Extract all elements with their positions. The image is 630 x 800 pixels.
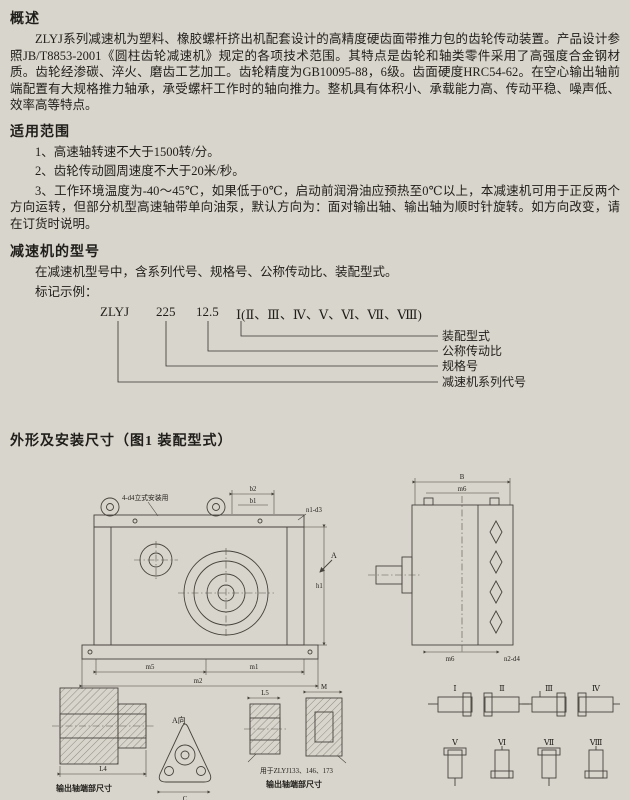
model-example-label: 标记示例： (35, 284, 98, 299)
dim-n2-d4: n2-d4 (504, 656, 520, 663)
assembly-type-1: Ⅰ (453, 684, 456, 693)
model-code-type: Ⅰ(Ⅱ、Ⅲ、Ⅳ、Ⅴ、Ⅵ、Ⅶ、Ⅷ) (236, 307, 422, 322)
callout-assembly-type: 装配型式 (442, 329, 491, 343)
technical-drawings: 4-d4立式安装用 b2 b1 n1-d3 h1 A m5 m (10, 460, 621, 800)
model-code-size: 225 (156, 304, 176, 319)
dim-C: C (183, 796, 188, 800)
shaft-end-detail-drawings: L5 M 用于ZLYJ133、146、173 输出轴端部尺寸 (244, 684, 347, 789)
dim-b1: b1 (250, 498, 257, 505)
dim-B: B (460, 474, 465, 481)
dim-h1: h1 (316, 583, 323, 590)
dim-b2: b2 (250, 486, 257, 493)
scope-item-3: 3、工作环境温度为-40～45℃，如果低于0℃，启动前润滑油应预热至0℃以上，本… (10, 183, 620, 231)
assembly-type-3: Ⅲ (545, 684, 553, 693)
assembly-type-7: Ⅶ (543, 738, 554, 747)
top-flange (93, 514, 305, 528)
assembly-type-2: Ⅱ (499, 684, 504, 693)
side-housing (411, 504, 514, 646)
detail-applicability-note: 用于ZLYJ133、146、173 (260, 767, 334, 775)
model-code-ratio: 12.5 (196, 304, 219, 319)
model-intro: 在减速机型号中，含系列代号、规格号、公称传动比、装配型式。 (35, 265, 398, 279)
shaft-section-caption: 输出轴端部尺寸 (56, 783, 112, 793)
callout-series-code: 减速机系列代号 (442, 375, 527, 389)
dim-L4: L4 (99, 766, 107, 773)
figure-heading: 外形及安装尺寸（图1 装配型式） (10, 434, 233, 449)
side-view-drawing: B m6 m6 n2-d4 (368, 474, 520, 663)
a-view-drawing: A向 C (157, 715, 212, 800)
model-callout-lines (117, 321, 438, 383)
assembly-type-5: Ⅴ (451, 738, 458, 747)
assembly-type-4: Ⅳ (592, 684, 601, 693)
model-code-series: ZLYJ (100, 304, 130, 319)
dim-n1-d3: n1-d3 (306, 507, 322, 514)
pad-outline (158, 723, 212, 783)
dim-m1: m1 (250, 664, 259, 671)
housing-body (93, 526, 305, 646)
dim-L5: L5 (261, 690, 269, 697)
scope-heading: 适用范围 (10, 124, 70, 140)
callout-ratio: 公称传动比 (442, 344, 503, 358)
model-designation-diagram: ZLYJ 225 12.5 Ⅰ(Ⅱ、Ⅲ、Ⅳ、Ⅴ、Ⅵ、Ⅶ、Ⅷ) 装配型式 公称传动… (10, 304, 620, 404)
overview-heading: 概述 (10, 12, 40, 27)
scope-item-1: 1、高速轴转速不大于1500转/分。 (35, 144, 220, 159)
dim-m6-bottom: m6 (446, 656, 455, 663)
assembly-type-6: Ⅵ (497, 738, 506, 747)
base-flange (81, 644, 319, 660)
hollow-bore (59, 713, 147, 739)
rib-detail (489, 520, 503, 544)
output-shaft-section-drawing: L4 输出轴端部尺寸 (52, 687, 154, 793)
dim-m6-top: m6 (458, 486, 467, 493)
model-heading: 减速机的型号 (10, 245, 100, 260)
dim-M: M (321, 684, 327, 691)
callout-size: 规格号 (442, 359, 479, 373)
scope-item-2: 2、齿轮传动圆周速度不大于20米/秒。 (35, 164, 245, 178)
front-view-drawing: 4-d4立式安装用 b2 b1 n1-d3 h1 A m5 m (79, 486, 337, 689)
front-mounting-note: 4-d4立式安装用 (122, 493, 169, 502)
overview-paragraph: ZLYJ系列减速机为塑料、橡胶螺杆挤出机配套设计的高精度硬齿面带推力包的齿轮传动… (10, 32, 620, 112)
assembly-type-diagrams: Ⅰ Ⅱ Ⅲ Ⅳ Ⅴ Ⅵ Ⅶ Ⅷ (428, 684, 621, 786)
a-view-label: A向 (172, 715, 186, 725)
dim-m2: m2 (194, 678, 203, 685)
drawings-canvas: 4-d4立式安装用 b2 b1 n1-d3 h1 A m5 m (52, 474, 621, 800)
dim-m5: m5 (146, 664, 155, 671)
detail-caption: 输出轴端部尺寸 (266, 779, 322, 789)
assembly-type-8: Ⅷ (589, 738, 603, 747)
view-a-arrow: A (331, 551, 337, 560)
